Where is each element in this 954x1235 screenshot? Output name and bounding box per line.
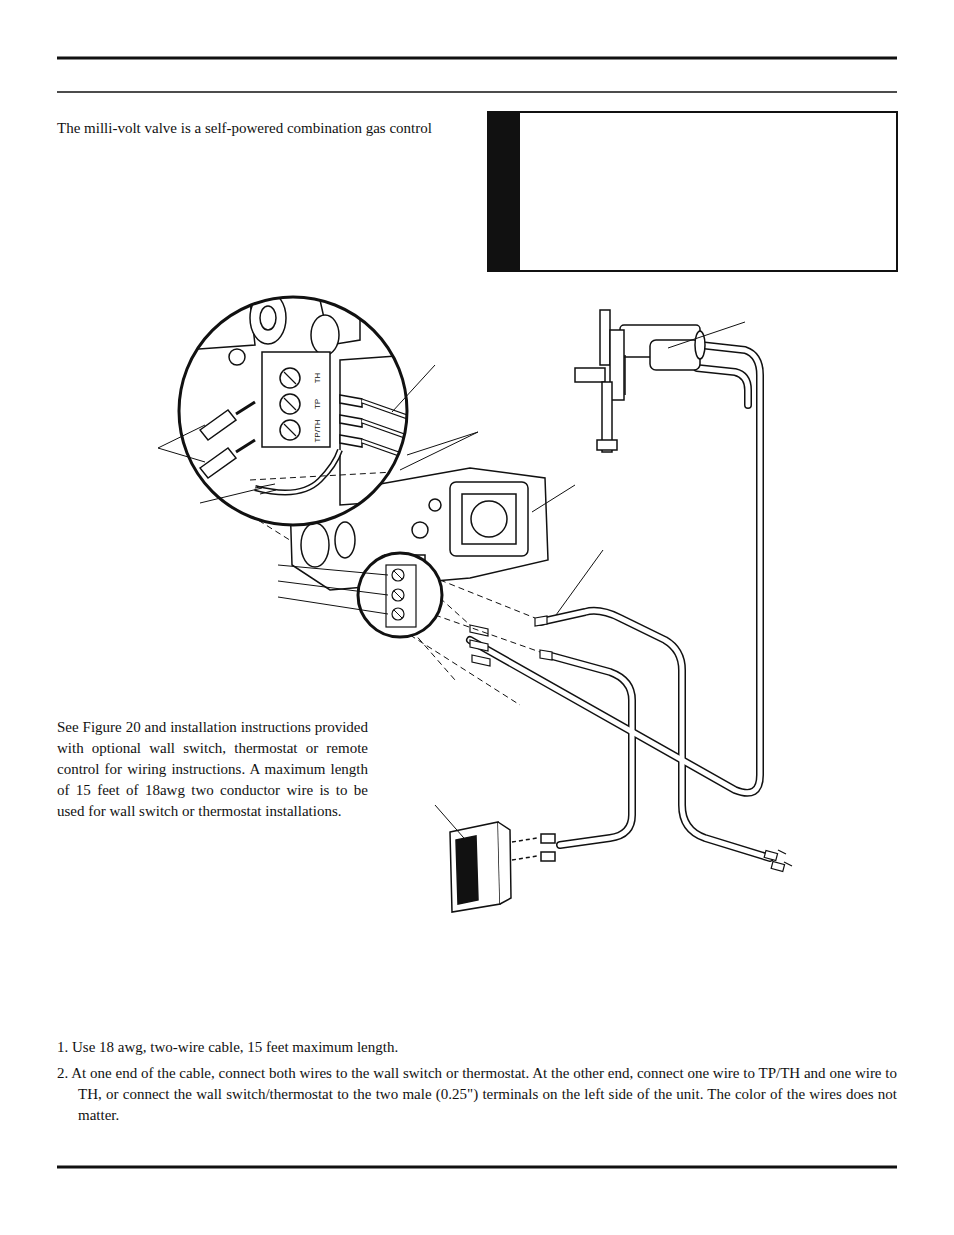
cable-connectors — [764, 850, 792, 871]
terminal-detail-circle — [358, 553, 442, 637]
pilot-assembly — [575, 310, 705, 452]
terminal-label: TH — [313, 372, 323, 385]
intro-text: The milli-volt valve is a self-powered c… — [57, 118, 487, 139]
warning-box — [488, 112, 897, 271]
step-item: 2. At one end of the cable, connect both… — [57, 1063, 897, 1126]
terminal-zoom — [179, 292, 430, 525]
terminal-label: TP — [313, 398, 323, 410]
terminal-label: TP/TH — [313, 418, 323, 443]
wire-terminals — [470, 616, 552, 666]
wiring-note: See Figure 20 and installation instructi… — [57, 717, 368, 822]
rocker-switch — [450, 822, 555, 912]
page-rules — [57, 58, 897, 1167]
cables — [470, 345, 770, 858]
step-item: 1. Use 18 awg, two-wire cable, 15 feet m… — [57, 1037, 897, 1058]
